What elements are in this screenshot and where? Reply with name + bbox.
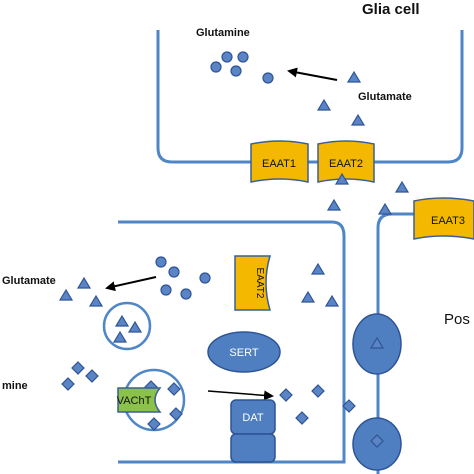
glutamate-molecule — [369, 336, 385, 349]
glutamate-molecule — [112, 330, 128, 343]
vacht-transporter: VAChT — [117, 387, 162, 413]
glutamate-molecule — [76, 276, 92, 289]
glutamate-molecule — [346, 70, 362, 83]
monoamine-molecules-left — [61, 361, 99, 391]
glutamine-molecule — [237, 51, 249, 63]
monoamine-molecule — [85, 369, 99, 383]
eaat2-top-label: EAAT2 — [329, 158, 363, 170]
glutamate-molecule — [310, 262, 326, 275]
glutamate-molecule — [114, 314, 130, 327]
monoamine-molecule — [147, 417, 161, 431]
monoamine-molecule — [370, 434, 384, 448]
dat-transporter: DAT — [230, 399, 276, 463]
glutamine-molecule — [230, 65, 242, 77]
glutamate-molecule — [394, 180, 410, 193]
glutamate-vesicle — [102, 301, 152, 351]
glutamate-molecule — [324, 294, 340, 307]
glutamine-molecule — [180, 288, 192, 300]
eaat2-vertical-label: EAAT2 — [254, 268, 265, 299]
monoamine-molecule — [71, 361, 85, 375]
sert-transporter: SERT — [207, 331, 281, 373]
conversion-arrow-top — [287, 67, 338, 81]
glutamate-molecule — [377, 202, 393, 215]
postsynaptic-receptor-top — [352, 313, 402, 375]
eaat3-transporter: EAAT3 — [413, 197, 474, 240]
glutamine-molecule — [262, 72, 274, 84]
glia-cell-label: Glia cell — [362, 1, 420, 18]
glutamine-molecule — [155, 256, 167, 268]
glutamate-molecule — [127, 320, 143, 333]
glutamate-molecule — [88, 294, 104, 307]
glutamate-molecule — [58, 288, 74, 301]
eaat1-label: EAAT1 — [262, 158, 296, 170]
conversion-arrow-left — [105, 276, 157, 292]
glutamate-molecule — [334, 172, 350, 185]
glutamine-molecule — [199, 272, 211, 284]
mine-label-left: mine — [2, 380, 28, 392]
monoamine-molecule — [295, 411, 309, 425]
monoamine-molecule — [342, 399, 356, 413]
monoamine-molecule — [279, 388, 293, 402]
glutamine-molecules-left — [155, 256, 211, 300]
glutamate-label-left: Glutamate — [2, 275, 56, 287]
vacht-label: VAChT — [117, 395, 152, 407]
glutamate-label-top: Glutamate — [358, 91, 412, 103]
dat-label: DAT — [242, 412, 263, 424]
glutamate-molecules-left — [58, 276, 104, 307]
glutamine-label-top: Glutamine — [196, 27, 250, 39]
postsynaptic-receptor-bottom — [352, 417, 402, 471]
eaat2-vertical-transporter: EAAT2 — [234, 255, 272, 311]
monoamine-molecule — [311, 384, 325, 398]
glutamine-molecule — [168, 266, 180, 278]
glutamate-molecule — [326, 198, 342, 211]
glia-membrane — [156, 30, 464, 164]
eaat1-transporter: EAAT1 — [250, 140, 309, 183]
eaat2-top-transporter: EAAT2 — [317, 140, 375, 183]
monoamine-molecule — [167, 382, 181, 396]
glutamine-molecule — [160, 284, 172, 296]
glutamate-molecule — [350, 113, 366, 126]
glutamine-molecule — [210, 61, 222, 73]
monoamine-molecule — [169, 407, 183, 421]
glutamate-molecule — [316, 98, 332, 111]
pos-label-right: Pos — [444, 311, 470, 328]
glutamine-molecule — [221, 51, 233, 63]
sert-label: SERT — [229, 347, 258, 359]
glutamate-molecules-cleft — [300, 172, 410, 307]
eaat3-label: EAAT3 — [431, 215, 465, 227]
presynaptic-membrane — [118, 220, 346, 464]
postsynaptic-membrane — [376, 212, 474, 474]
release-arrow — [207, 390, 274, 401]
glutamine-molecules-top — [210, 51, 274, 84]
glutamate-molecules-glia — [316, 70, 366, 126]
monoamine-molecule — [61, 377, 75, 391]
glutamate-molecule — [300, 290, 316, 303]
monoamine-molecules-cleft — [279, 384, 356, 425]
